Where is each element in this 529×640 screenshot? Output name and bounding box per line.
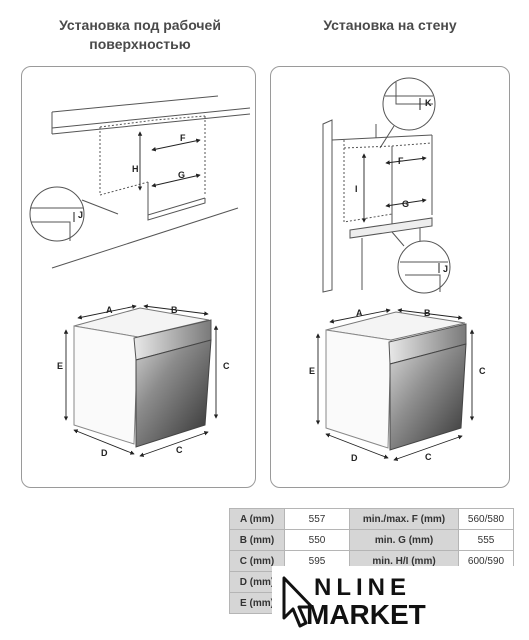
- cell-label: D (mm): [229, 571, 285, 593]
- cell-label: B (mm): [229, 529, 285, 551]
- oven-right: [325, 311, 467, 451]
- label-B-left: B: [171, 305, 178, 315]
- label-G: G: [178, 170, 185, 180]
- label-J-right: J: [443, 264, 448, 274]
- oven-right-dimension-lines: [315, 308, 475, 461]
- cell-label2: min. G (mm): [349, 529, 459, 551]
- label-B-right: B: [424, 308, 431, 318]
- label-F: F: [180, 133, 186, 143]
- label-F-right: F: [398, 156, 404, 166]
- cell-label2: min./max. F (mm): [349, 508, 459, 530]
- cell-value2: 560/580: [458, 508, 514, 530]
- online-market-logo: NLINE MARKET: [272, 566, 529, 640]
- title-wall-mount: Установка на стену: [323, 17, 457, 33]
- niche-under-countertop: [51, 95, 251, 269]
- label-C-right: C: [479, 366, 486, 376]
- cell-value: 557: [284, 508, 350, 530]
- table-row: B (mm) 550 min. G (mm) 555: [229, 529, 514, 551]
- detail-circle-K: [379, 77, 436, 149]
- cursor-arrow-icon: [282, 576, 314, 628]
- oven-left-dimension-lines: [63, 304, 219, 457]
- label-A-left: A: [106, 305, 113, 315]
- label-J-left: J: [78, 210, 83, 220]
- niche-dimension-lines: [137, 131, 201, 191]
- table-row: A (mm) 557 min./max. F (mm) 560/580: [229, 508, 514, 530]
- title-under-countertop: Установка под рабочей поверхностью: [20, 16, 260, 54]
- title-left-line1: Установка под рабочей: [59, 17, 221, 33]
- detail-circle-J-right: [391, 231, 451, 294]
- wall-dimension-lines: [361, 153, 427, 223]
- cell-value2: 555: [458, 529, 514, 551]
- detail-circle-J: [29, 186, 119, 242]
- title-left-line2: поверхностью: [89, 36, 191, 52]
- cell-label: A (mm): [229, 508, 285, 530]
- label-G-right: G: [402, 199, 409, 209]
- cell-value: 550: [284, 529, 350, 551]
- cell-label: E (mm): [229, 592, 285, 614]
- logo-line1: NLINE: [314, 574, 411, 601]
- oven-left: [73, 307, 212, 448]
- label-C2-left: C: [176, 445, 183, 455]
- label-E-right: E: [309, 366, 315, 376]
- label-D-right: D: [351, 453, 358, 463]
- label-I: I: [355, 184, 358, 194]
- cell-label: C (mm): [229, 550, 285, 572]
- label-D-left: D: [101, 448, 108, 458]
- label-K: K: [425, 98, 432, 108]
- label-C2-right: C: [425, 452, 432, 462]
- logo-line2: MARKET: [306, 599, 426, 630]
- label-H: H: [132, 164, 139, 174]
- label-A-right: A: [356, 308, 363, 318]
- label-C-left: C: [223, 361, 230, 371]
- label-E-left: E: [57, 361, 63, 371]
- niche-wall-mount: [322, 119, 433, 293]
